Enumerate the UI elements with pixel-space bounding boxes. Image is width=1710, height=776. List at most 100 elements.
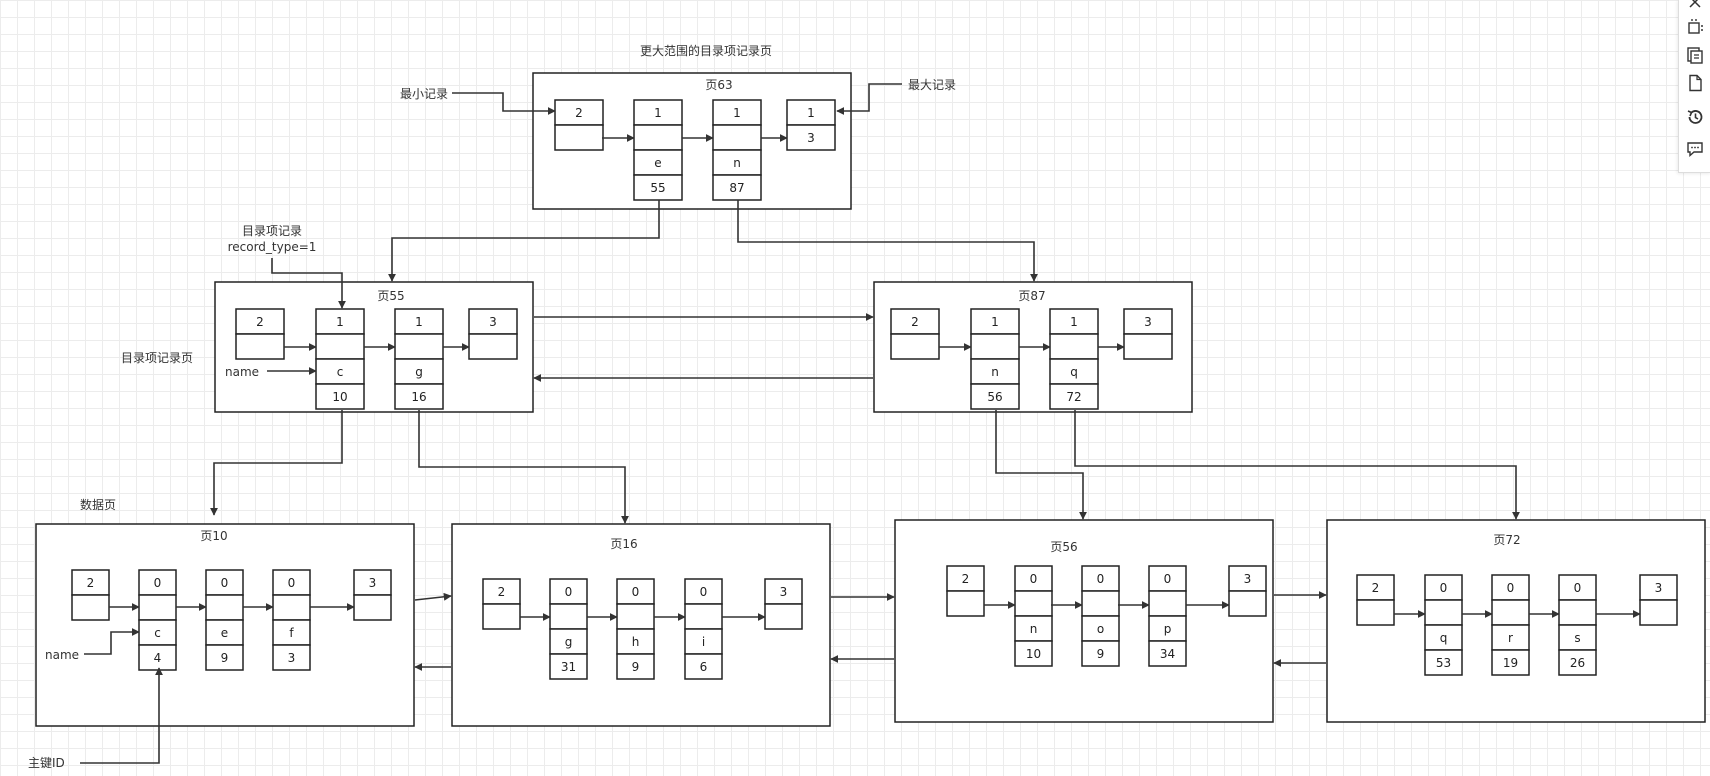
record-p72-sup[interactable]: 3	[1639, 574, 1678, 626]
record-cell-text: 53	[1436, 656, 1451, 670]
max-record-arrow	[836, 83, 902, 115]
record-p16-r3[interactable]: 0i6	[684, 578, 723, 680]
record-p87-inf[interactable]: 2	[890, 308, 940, 360]
record-p56-inf[interactable]: 2	[946, 565, 985, 617]
document-icon	[1689, 74, 1702, 92]
record-cell-text: e	[654, 156, 661, 170]
record-cell	[482, 578, 521, 605]
record-cell	[71, 594, 110, 621]
record-cell-text: h	[632, 635, 640, 649]
document-button[interactable]	[1685, 72, 1705, 94]
record-cell	[138, 644, 177, 671]
record-p10-inf[interactable]: 2	[71, 569, 110, 621]
record-cell-text: 31	[561, 660, 576, 674]
comment-button[interactable]	[1685, 138, 1705, 160]
record-cell-text: 0	[1097, 572, 1105, 586]
record-p16-sup[interactable]: 3	[764, 578, 803, 630]
record-p63-sup[interactable]: 13	[786, 99, 836, 151]
record-cell-text: 9	[632, 660, 640, 674]
record-cell-text: 0	[221, 576, 229, 590]
history-button[interactable]	[1685, 106, 1705, 128]
record-cell	[1014, 590, 1053, 617]
record-cell-text: p	[1164, 622, 1172, 636]
record-cell	[1491, 649, 1530, 676]
record-cell	[1123, 333, 1173, 360]
record-p56-r2[interactable]: 0o9	[1081, 565, 1120, 667]
record-cell	[235, 308, 285, 335]
record-p10-r1[interactable]: 0c4	[138, 569, 177, 671]
record-cell	[712, 99, 762, 126]
record-p10-sup[interactable]: 3	[353, 569, 392, 621]
record-cell-text: 2	[87, 576, 95, 590]
record-cell	[468, 308, 518, 335]
record-cell-text: o	[1097, 622, 1104, 636]
pages-button[interactable]	[1685, 44, 1705, 66]
record-p55-sup[interactable]: 3	[468, 308, 518, 360]
record-cell-text: 87	[729, 181, 744, 195]
record-cell-text: 10	[1026, 647, 1041, 661]
record-cell-text: n	[991, 365, 999, 379]
record-cell	[205, 644, 244, 671]
record-p16-r2[interactable]: 0h9	[616, 578, 655, 680]
record-cell	[1491, 574, 1530, 601]
record-p10-r2[interactable]: 0e9	[205, 569, 244, 671]
page-title: 页72	[1493, 533, 1520, 547]
record-cell-text: 16	[411, 390, 426, 404]
record-cell	[272, 569, 311, 596]
record-cell-text: g	[565, 635, 573, 649]
record-cell-text: 3	[780, 585, 788, 599]
record-cell	[1639, 599, 1678, 626]
format-button[interactable]	[1685, 0, 1705, 14]
record-p56-sup[interactable]: 3	[1228, 565, 1267, 617]
dir-entry-record-arrow	[271, 258, 346, 309]
record-cell-text: 3	[369, 576, 377, 590]
extract-button[interactable]	[1685, 16, 1705, 38]
record-cell	[1558, 599, 1597, 626]
record-cell	[712, 174, 762, 201]
record-cell	[272, 594, 311, 621]
record-type-label: record_type=1	[228, 240, 317, 254]
page-title: 页56	[1050, 540, 1077, 554]
record-cell	[616, 578, 655, 605]
record-cell-text: n	[1030, 622, 1038, 636]
record-cell	[1123, 308, 1173, 335]
record-cell	[970, 333, 1020, 360]
record-cell	[272, 619, 311, 646]
record-p10-r3[interactable]: 0f3	[272, 569, 311, 671]
record-cell-text: 9	[221, 651, 229, 665]
max-record-label: 最大记录	[908, 78, 956, 92]
record-cell-text: 10	[332, 390, 347, 404]
record-cell-text: 1	[415, 315, 423, 329]
record-cell-text: q	[1440, 631, 1448, 645]
record-cell	[205, 594, 244, 621]
record-p87-sup[interactable]: 3	[1123, 308, 1173, 360]
record-cell	[712, 124, 762, 151]
record-cell	[1081, 640, 1120, 667]
record-cell-text: s	[1574, 631, 1580, 645]
record-cell	[549, 603, 588, 630]
record-cell-text: c	[337, 365, 344, 379]
record-p16-inf[interactable]: 2	[482, 578, 521, 630]
data-page-label: 数据页	[80, 497, 116, 512]
record-p72-inf[interactable]: 2	[1356, 574, 1395, 626]
record-cell	[616, 653, 655, 680]
record-p63-inf[interactable]: 2	[554, 99, 604, 151]
record-cell	[205, 619, 244, 646]
record-cell-text: 2	[256, 315, 264, 329]
record-p55-inf[interactable]: 2	[235, 308, 285, 360]
history-icon	[1687, 110, 1703, 124]
name-label-lower: name	[45, 648, 79, 662]
